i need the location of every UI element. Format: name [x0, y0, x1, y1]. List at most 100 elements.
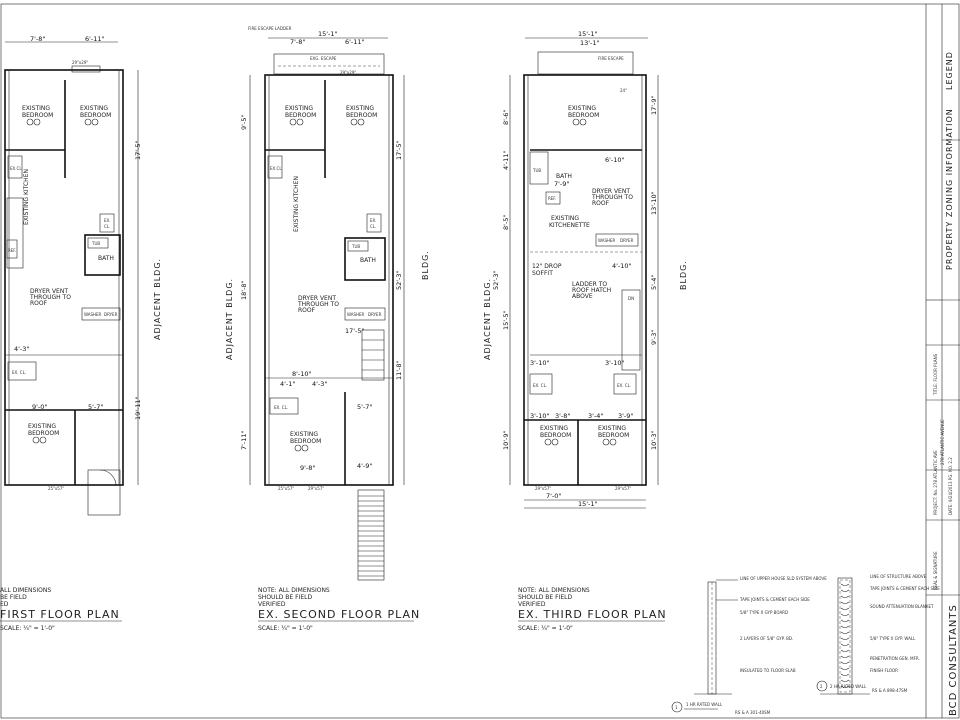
first-floor-plan: 7'-8" 6'-11" 29"x29" EXISTING BEDROOM EX… [0, 35, 162, 632]
third-floor-title: EX. THIRD FLOOR PLAN [518, 608, 667, 621]
svg-text:PENETRATION GEN. MFR.: PENETRATION GEN. MFR. [870, 656, 920, 661]
svg-text:ROOF: ROOF [298, 307, 316, 314]
svg-text:4'-9": 4'-9" [357, 462, 372, 470]
insulation-mark [840, 667, 850, 670]
svg-text:EXISTING: EXISTING [80, 105, 108, 112]
svg-text:LINE OF STRUCTURE ABOVE: LINE OF STRUCTURE ABOVE [870, 574, 927, 579]
svg-text:BEDROOM: BEDROOM [285, 112, 316, 119]
svg-text:5/8" TYPE X GYP BOARD: 5/8" TYPE X GYP BOARD [740, 610, 788, 615]
svg-text:2 HR RATED WALL: 2 HR RATED WALL [830, 684, 867, 689]
svg-text:ADJACENT BLDG.: ADJACENT BLDG. [483, 278, 492, 360]
insulation-mark [840, 607, 850, 610]
svg-text:DRYER VENT: DRYER VENT [592, 188, 630, 195]
sheet-date: DATE: 9/24/2013 PG. NO. 2.2 [948, 457, 953, 515]
fire-escape-label: FIRE ESCAPE LADDER [248, 26, 292, 31]
svg-text:5'-7": 5'-7" [88, 403, 103, 411]
first-floor-outline [4, 69, 124, 486]
dim-top-right: 6'-11" [85, 35, 105, 43]
svg-text:25"x57": 25"x57" [278, 486, 294, 491]
svg-text:4'-11": 4'-11" [502, 150, 510, 170]
dim-top-left: 7'-8" [30, 35, 45, 43]
svg-text:SCALE: ¼" = 1'-0": SCALE: ¼" = 1'-0" [518, 625, 573, 632]
svg-text:WASHER: WASHER [84, 312, 102, 317]
insulation-mark [840, 583, 850, 586]
svg-text:3'-10": 3'-10" [530, 359, 550, 367]
svg-text:BATH: BATH [360, 257, 376, 264]
svg-text:EXISTING: EXISTING [346, 105, 374, 112]
svg-text:DRYER: DRYER [104, 312, 118, 317]
adjacent-bldg-label: ADJACENT BLDG. [153, 258, 162, 340]
third-floor-outline [523, 74, 647, 486]
svg-text:15'-1": 15'-1" [578, 30, 598, 38]
seal-signature: SEAL & SIGNATURE [933, 551, 938, 590]
svg-text:BATH: BATH [556, 173, 572, 180]
svg-text:DRYER VENT: DRYER VENT [298, 295, 336, 302]
svg-text:BE FIELD: BE FIELD [0, 594, 27, 601]
svg-text:TUB: TUB [91, 241, 100, 246]
svg-text:18'-8": 18'-8" [240, 280, 248, 300]
svg-text:TUB: TUB [351, 244, 360, 249]
svg-text:4'-10": 4'-10" [612, 262, 632, 270]
svg-text:ED: ED [0, 601, 9, 608]
svg-text:9'-8": 9'-8" [300, 464, 315, 472]
svg-text:278 ATLANTIC AVENUE: 278 ATLANTIC AVENUE [940, 419, 945, 465]
svg-text:15'-1": 15'-1" [318, 30, 338, 38]
svg-text:EXISTING KITCHEN: EXISTING KITCHEN [293, 176, 300, 232]
svg-text:ADJACENT BLDG.: ADJACENT BLDG. [225, 278, 234, 360]
svg-text:7'-9": 7'-9" [554, 180, 569, 188]
svg-text:3'-9": 3'-9" [618, 412, 633, 420]
svg-text:DRYER: DRYER [368, 312, 382, 317]
insulation-mark [840, 619, 850, 622]
svg-text:6'-10": 6'-10" [605, 156, 625, 164]
svg-text:EX.: EX. [370, 218, 377, 223]
svg-text:29"x29": 29"x29" [72, 60, 88, 65]
insulation-mark [840, 631, 850, 634]
exterior-stair [357, 489, 385, 581]
svg-text:TAPE JOINTS & CEMENT EACH SIDE: TAPE JOINTS & CEMENT EACH SIDE [739, 597, 810, 602]
svg-text:9'-5": 9'-5" [240, 115, 248, 130]
svg-text:5'-7": 5'-7" [357, 403, 372, 411]
insulation-mark [840, 595, 850, 598]
svg-text:FIRE ESCAPE: FIRE ESCAPE [598, 56, 624, 61]
svg-text:RS & A 301-40SM: RS & A 301-40SM [735, 710, 771, 715]
svg-text:TUB: TUB [532, 168, 541, 173]
svg-text:2: 2 [820, 684, 823, 689]
svg-text:CL.: CL. [370, 224, 376, 229]
svg-text:BEDROOM: BEDROOM [22, 112, 53, 119]
svg-text:9'-3": 9'-3" [650, 330, 658, 345]
svg-text:7'-11": 7'-11" [240, 430, 248, 450]
zoning-heading: PROPERTY ZONING INFORMATION [945, 108, 954, 270]
svg-text:ROOF: ROOF [592, 200, 610, 207]
svg-text:5'-4": 5'-4" [650, 275, 658, 290]
insulation-mark [840, 601, 850, 604]
svg-text:EXISTING KITCHEN: EXISTING KITCHEN [23, 169, 30, 225]
svg-text:BEDROOM: BEDROOM [80, 112, 111, 119]
svg-text:4'-1": 4'-1" [280, 380, 295, 388]
svg-text:VERIFIED: VERIFIED [258, 601, 286, 608]
svg-text:ABOVE: ABOVE [572, 293, 593, 300]
insulation-mark [840, 655, 850, 658]
insulation-mark [840, 643, 850, 646]
svg-text:SHOULD BE FIELD: SHOULD BE FIELD [518, 594, 572, 601]
svg-text:SOFFIT: SOFFIT [532, 270, 553, 277]
svg-text:11'-8": 11'-8" [395, 360, 403, 380]
wall-detail-1hr: LINE OF UPPER HOUSE SLD SYSTEM ABOVE TAP… [671, 576, 827, 715]
svg-text:EX. CL.: EX. CL. [533, 383, 547, 388]
svg-text:29"x57": 29"x57" [615, 486, 631, 491]
project-name: PROJECT: No. 278 ATLANTIC AVE [933, 450, 938, 515]
svg-text:12" DROP: 12" DROP [532, 263, 562, 270]
svg-text:EX. CL.: EX. CL. [617, 383, 631, 388]
svg-text:3'-10": 3'-10" [605, 359, 625, 367]
svg-text:17'-9": 17'-9" [650, 95, 658, 115]
legend-heading: LEGEND [945, 51, 954, 90]
insulation-mark [840, 685, 850, 688]
svg-text:SCALE: ¼" = 1'-0": SCALE: ¼" = 1'-0" [0, 625, 55, 632]
svg-text:VERIFIED: VERIFIED [518, 601, 546, 608]
svg-text:EX.: EX. [104, 218, 111, 223]
svg-text:6'-11": 6'-11" [345, 38, 365, 46]
svg-text:3'-4": 3'-4" [588, 412, 603, 420]
svg-text:24": 24" [620, 88, 627, 93]
svg-text:17'-5": 17'-5" [395, 140, 403, 160]
svg-text:DRYER VENT: DRYER VENT [30, 288, 68, 295]
